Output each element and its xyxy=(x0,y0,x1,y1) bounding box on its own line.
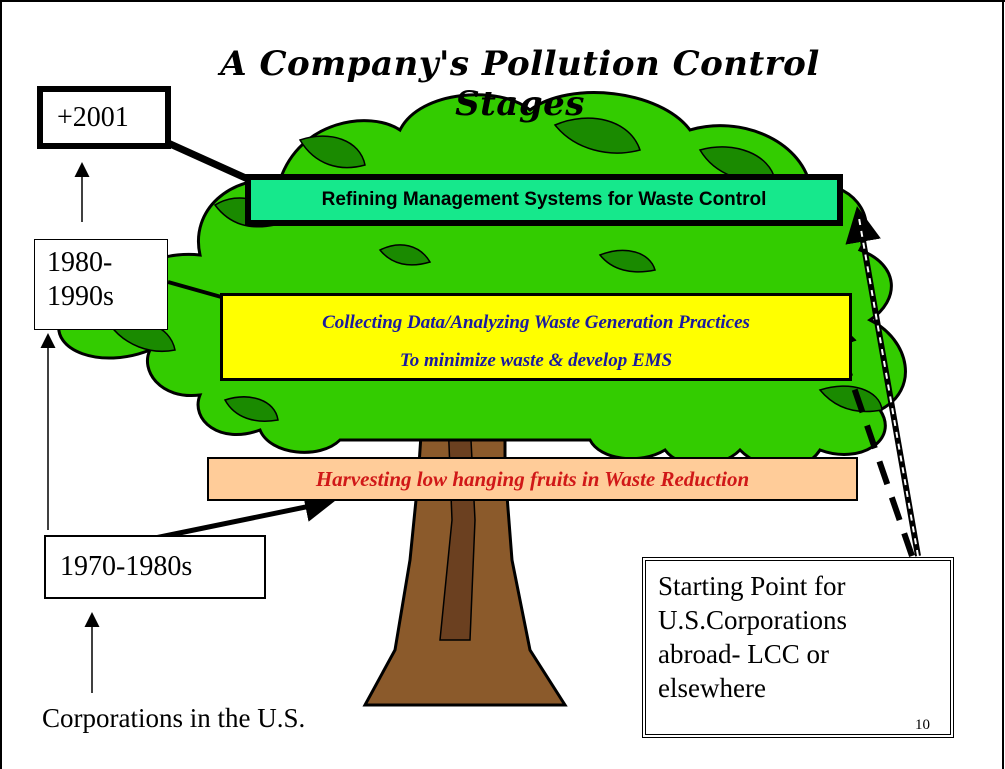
stage-harvesting-label: Harvesting low hanging fruits in Waste R… xyxy=(315,467,750,491)
stage-refining-box: Refining Management Systems for Waste Co… xyxy=(245,174,843,226)
frame-top-border xyxy=(0,0,1005,2)
foliage-shadow-3 xyxy=(553,117,641,154)
frame-left-border xyxy=(0,0,2,769)
timeline-1980-label-line2: 1990s xyxy=(47,281,114,312)
timeline-1970-box: 1970-1980s xyxy=(44,535,266,599)
stage-collecting-box: Collecting Data/Analyzing Waste Generati… xyxy=(220,293,852,381)
starting-point-box: Starting Point for U.S.Corporations abro… xyxy=(642,557,954,738)
timeline-1970-label: 1970-1980s xyxy=(60,551,193,582)
starting-point-line4: elsewhere xyxy=(658,673,766,703)
timeline-2001-label: +2001 xyxy=(57,102,129,133)
stage-harvesting-box: Harvesting low hanging fruits in Waste R… xyxy=(207,457,858,501)
page-title: A Company's Pollution Control Stages xyxy=(220,44,820,124)
tree-foliage xyxy=(57,91,907,471)
origin-label: Corporations in the U.S. xyxy=(42,703,306,733)
stage-refining-label: Refining Management Systems for Waste Co… xyxy=(321,189,767,210)
starting-point-line3: abroad- LCC or xyxy=(658,639,829,669)
timeline-1980-label-line1: 1980- xyxy=(47,247,113,278)
foliage-shadow-8 xyxy=(378,244,432,266)
stage-collecting-line2: To minimize waste & develop EMS xyxy=(399,350,673,371)
timeline-1980-box: 1980- 1990s xyxy=(34,239,168,330)
timeline-2001-box: +2001 xyxy=(37,86,171,149)
foliage-shadow-7 xyxy=(223,396,279,422)
page-number: 10 xyxy=(915,717,930,733)
foliage-shadow-9 xyxy=(598,249,656,273)
starting-point-line1: Starting Point for xyxy=(658,571,846,601)
foliage-shadow-2 xyxy=(298,135,366,169)
frame-right-border xyxy=(1002,0,1004,769)
starting-point-line2: U.S.Corporations xyxy=(658,605,847,635)
stage-collecting-line1: Collecting Data/Analyzing Waste Generati… xyxy=(322,312,750,333)
